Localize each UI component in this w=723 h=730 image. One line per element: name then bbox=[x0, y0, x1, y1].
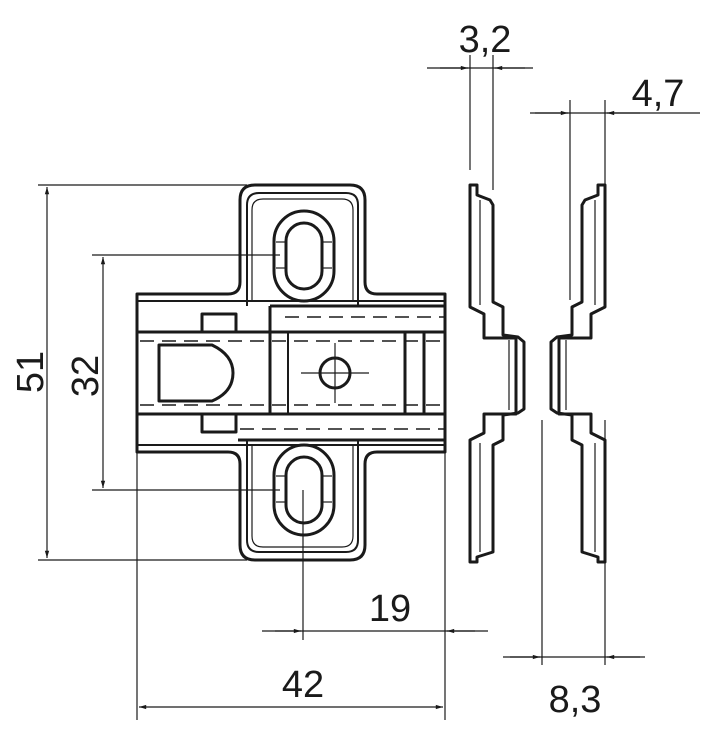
dim-label-32: 32 bbox=[65, 355, 107, 397]
dim-label-3-2: 3,2 bbox=[459, 19, 512, 61]
dim-label-19: 19 bbox=[369, 588, 411, 630]
dim-label-51: 51 bbox=[10, 351, 52, 393]
mounting-plate-front-view bbox=[135, 183, 447, 562]
dim-label-42: 42 bbox=[282, 664, 324, 706]
dimension-lines bbox=[38, 55, 700, 720]
dim-label-4-7: 4,7 bbox=[632, 73, 685, 115]
dim-label-8-3: 8,3 bbox=[549, 679, 602, 721]
mounting-plate-side-view bbox=[468, 183, 607, 564]
